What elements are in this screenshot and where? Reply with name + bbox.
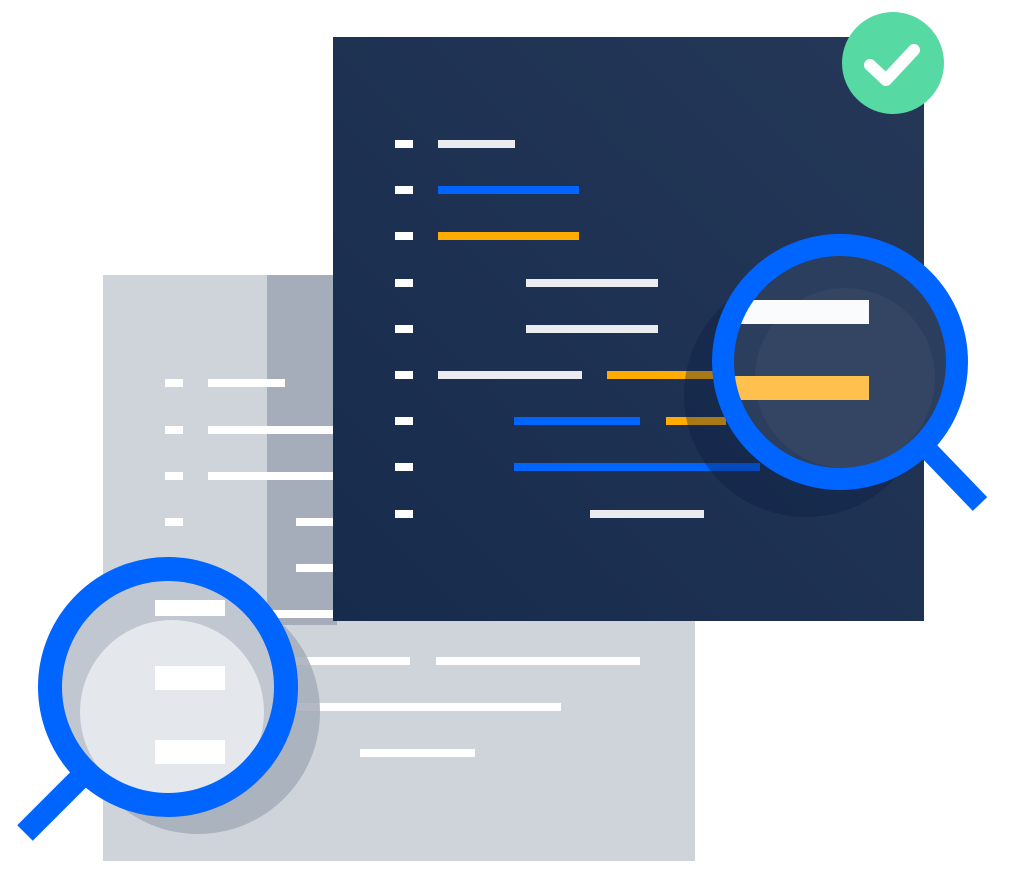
code-line bbox=[590, 510, 704, 518]
magnified-code-line-yellow bbox=[733, 376, 869, 400]
code-line bbox=[208, 426, 338, 434]
code-line bbox=[208, 472, 338, 480]
magnifier-icon bbox=[38, 557, 298, 817]
check-badge bbox=[842, 12, 944, 114]
front-document-code-lines bbox=[395, 140, 760, 518]
magnified-code-line bbox=[155, 666, 225, 690]
back-document-shade bbox=[267, 275, 337, 625]
code-line-blue bbox=[514, 463, 760, 471]
magnifier-icon bbox=[712, 234, 968, 490]
magnifier-right bbox=[684, 234, 988, 517]
magnified-code-line bbox=[155, 740, 225, 764]
code-line-marker bbox=[395, 463, 413, 471]
code-line-blue bbox=[514, 417, 640, 425]
code-line bbox=[296, 564, 338, 572]
code-line bbox=[290, 703, 561, 711]
code-line-marker bbox=[395, 417, 413, 425]
code-line-yellow bbox=[666, 417, 726, 425]
code-line-marker bbox=[165, 426, 183, 434]
magnifier-left bbox=[17, 557, 320, 841]
magnified-code-line bbox=[738, 300, 869, 324]
magnifier-handle bbox=[920, 443, 988, 511]
code-line-marker bbox=[395, 140, 413, 148]
code-line-marker bbox=[395, 371, 413, 379]
code-line bbox=[360, 749, 475, 757]
code-line-marker bbox=[395, 232, 413, 240]
code-line-blue bbox=[438, 186, 579, 194]
code-line bbox=[526, 279, 658, 287]
code-line-marker bbox=[395, 510, 413, 518]
code-line-yellow bbox=[438, 232, 579, 240]
magnified-code-line bbox=[155, 600, 225, 616]
code-line-marker bbox=[395, 186, 413, 194]
code-line bbox=[438, 140, 515, 148]
code-line-marker bbox=[165, 472, 183, 480]
magnifier-handle bbox=[17, 770, 88, 841]
code-line-marker bbox=[395, 279, 413, 287]
check-badge-circle bbox=[842, 12, 944, 114]
code-line-marker bbox=[165, 518, 183, 526]
code-line-yellow bbox=[607, 371, 717, 379]
code-line bbox=[436, 657, 640, 665]
code-line bbox=[438, 371, 582, 379]
code-line bbox=[208, 379, 285, 387]
code-line-marker bbox=[165, 379, 183, 387]
check-icon bbox=[864, 44, 920, 86]
code-line bbox=[296, 518, 338, 526]
code-line-marker bbox=[395, 325, 413, 333]
code-line bbox=[526, 325, 658, 333]
